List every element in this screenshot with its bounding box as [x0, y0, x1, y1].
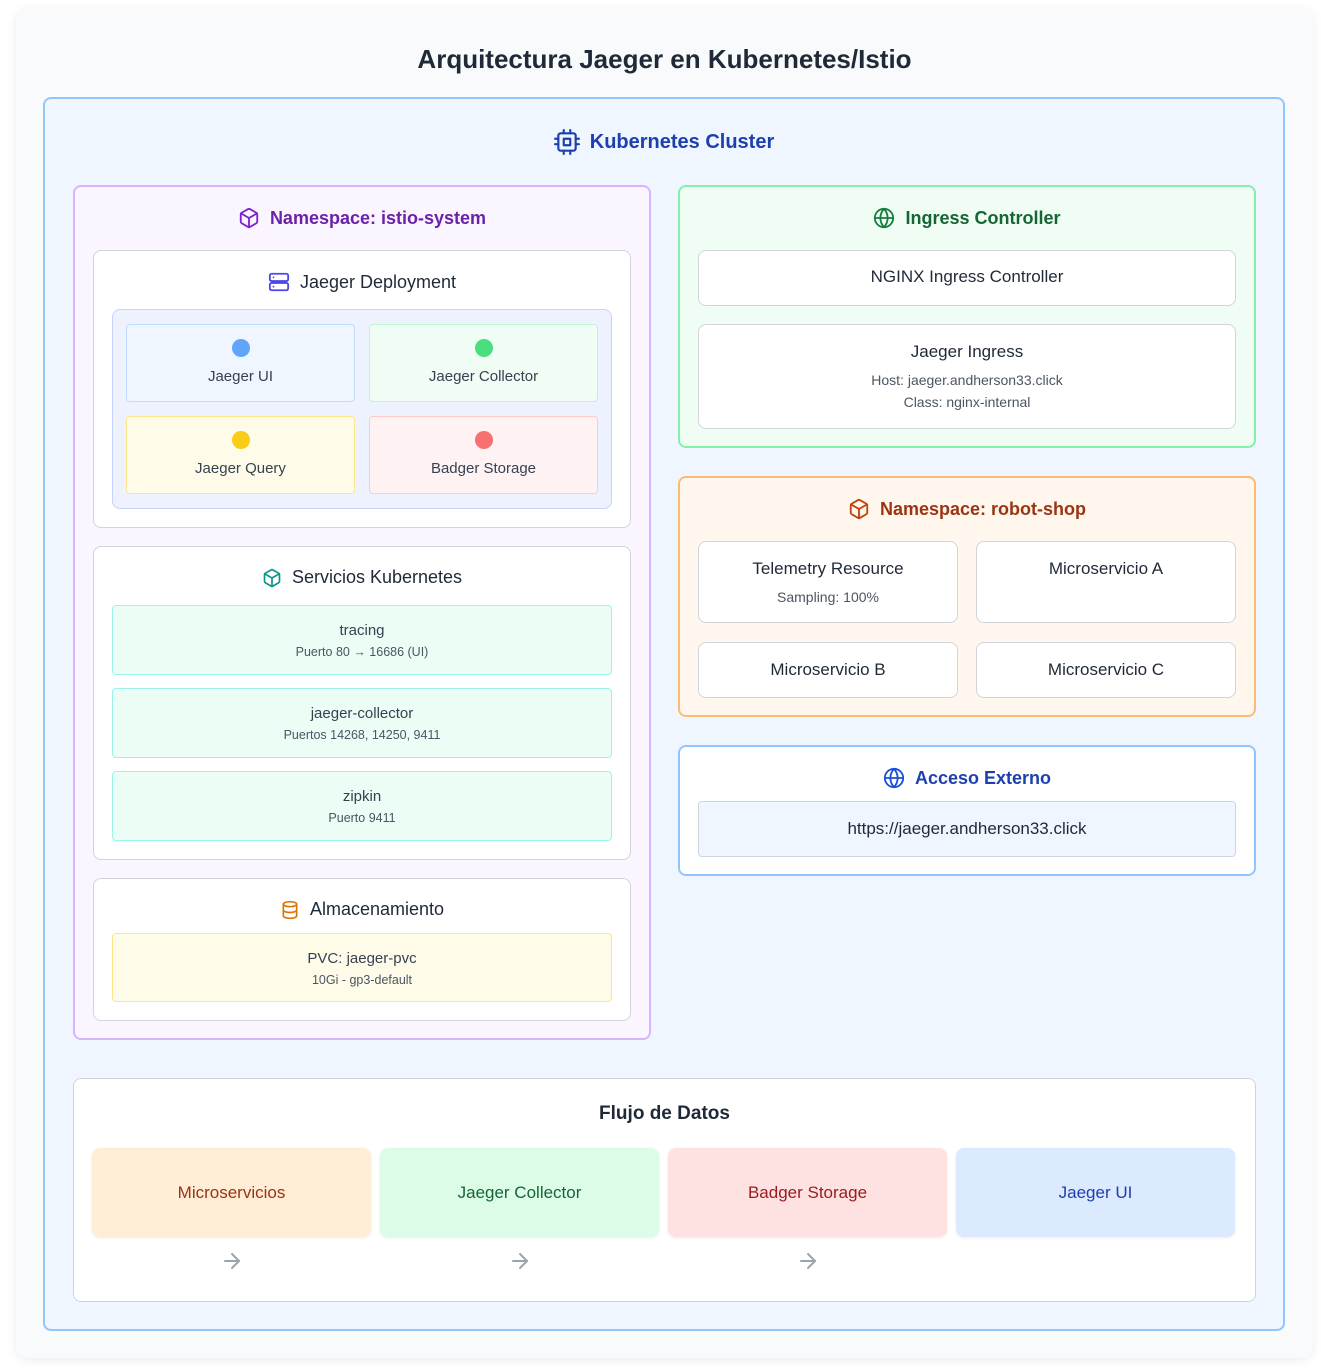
storage-header: Almacenamiento: [94, 899, 630, 920]
external-access-header: Acceso Externo: [680, 767, 1254, 789]
box-icon: [238, 207, 260, 229]
ingress-header: Ingress Controller: [680, 207, 1254, 229]
deployment-components: Jaeger UI Jaeger Collector Jaeger Query …: [112, 309, 612, 509]
service-jaeger-collector: jaeger-collector Puertos 14268, 14250, 9…: [112, 688, 612, 758]
telemetry-resource-card: Telemetry Resource Sampling: 100%: [698, 541, 958, 623]
robot-shop-header: Namespace: robot-shop: [680, 498, 1254, 520]
ingress-controller-panel: Ingress Controller NGINX Ingress Control…: [678, 185, 1256, 448]
kubernetes-services-header: Servicios Kubernetes: [94, 567, 630, 588]
namespace-istio-system: Namespace: istio-system Jaeger Deploymen…: [73, 185, 651, 1040]
jaeger-ingress-name: Jaeger Ingress: [910, 342, 1024, 361]
jaeger-ingress-host: Host: jaeger.andherson33.click: [871, 372, 1063, 388]
ingress-label: Ingress Controller: [905, 207, 1061, 228]
namespace-robot-shop: Namespace: robot-shop Telemetry Resource…: [678, 476, 1256, 717]
component-jaeger-ui: Jaeger UI: [126, 324, 355, 402]
microservice-c-card: Microservicio C: [976, 642, 1236, 698]
globe-icon: [883, 767, 905, 789]
kubernetes-services-label: Servicios Kubernetes: [291, 567, 463, 587]
storage-label: Almacenamiento: [309, 899, 445, 919]
microservice-b-card: Microservicio B: [698, 642, 958, 698]
service-detail: Puerto 9411: [328, 811, 396, 825]
robot-shop-label: Namespace: robot-shop: [879, 498, 1087, 519]
arrow-right-icon: [796, 1249, 820, 1273]
service-zipkin: zipkin Puerto 9411: [112, 771, 612, 841]
component-label: Jaeger Query: [195, 460, 286, 477]
database-icon: [280, 900, 300, 920]
server-icon: [268, 271, 290, 293]
component-jaeger-collector: Jaeger Collector: [369, 324, 598, 402]
external-access-panel: Acceso Externo https://jaeger.andherson3…: [678, 745, 1256, 876]
microservice-label: Microservicio B: [770, 660, 886, 679]
arrow-right-icon: [508, 1249, 532, 1273]
istio-system-label: Namespace: istio-system: [269, 207, 487, 228]
data-flow-title: Flujo de Datos: [599, 1103, 730, 1124]
status-dot: [231, 431, 250, 449]
cpu-icon: [553, 129, 580, 155]
microservice-a-card: Microservicio A: [976, 541, 1236, 623]
cluster-header: Kubernetes Cluster: [45, 129, 1283, 155]
arrow-right-icon: [220, 1249, 244, 1273]
telemetry-detail: Sampling: 100%: [777, 589, 879, 605]
flow-step-microservicios: Microservicios: [92, 1148, 371, 1237]
component-jaeger-query: Jaeger Query: [126, 416, 355, 494]
jaeger-deployment-card: Jaeger Deployment Jaeger UI Jaeger Colle…: [93, 250, 631, 528]
telemetry-name: Telemetry Resource: [752, 559, 904, 578]
microservice-label: Microservicio C: [1047, 660, 1165, 679]
component-label: Badger Storage: [430, 460, 537, 477]
status-dot: [474, 431, 493, 449]
box-icon: [848, 498, 870, 520]
flow-step-jaeger-collector: Jaeger Collector: [380, 1148, 659, 1237]
kubernetes-services-card: Servicios Kubernetes tracing Puerto 80 →…: [93, 546, 631, 860]
box-icon: [262, 568, 282, 588]
nginx-ingress-label: NGINX Ingress Controller: [870, 267, 1064, 286]
external-access-label: Acceso Externo: [914, 767, 1052, 788]
jaeger-ingress-class: Class: nginx-internal: [903, 394, 1031, 410]
microservice-label: Microservicio A: [1048, 559, 1164, 578]
component-badger-storage: Badger Storage: [369, 416, 598, 494]
data-flow-panel: Flujo de Datos Microservicios Jaeger Col…: [73, 1078, 1256, 1302]
pvc-name: PVC: jaeger-pvc: [307, 950, 417, 967]
istio-system-header: Namespace: istio-system: [75, 207, 649, 229]
component-label: Jaeger Collector: [428, 368, 539, 385]
external-url-link[interactable]: https://jaeger.andherson33.click: [698, 801, 1236, 857]
jaeger-ingress-card: Jaeger Ingress Host: jaeger.andherson33.…: [698, 324, 1236, 429]
flow-step-badger-storage: Badger Storage: [668, 1148, 947, 1237]
service-detail: Puertos 14268, 14250, 9411: [283, 728, 441, 742]
service-name: jaeger-collector: [310, 705, 414, 722]
service-name: tracing: [339, 622, 385, 639]
jaeger-deployment-label: Jaeger Deployment: [299, 271, 457, 292]
component-label: Jaeger UI: [207, 368, 274, 385]
service-tracing: tracing Puerto 80 → 16686 (UI): [112, 605, 612, 675]
page-card: Arquitectura Jaeger en Kubernetes/Istio …: [16, 8, 1313, 1358]
page-title: Arquitectura Jaeger en Kubernetes/Istio: [417, 44, 912, 74]
service-name: zipkin: [342, 788, 382, 805]
storage-card: Almacenamiento PVC: jaeger-pvc 10Gi - gp…: [93, 878, 631, 1021]
flow-step-jaeger-ui: Jaeger UI: [956, 1148, 1235, 1237]
jaeger-deployment-header: Jaeger Deployment: [94, 271, 630, 293]
status-dot: [474, 339, 493, 357]
pvc-item: PVC: jaeger-pvc 10Gi - gp3-default: [112, 933, 612, 1002]
nginx-ingress-card: NGINX Ingress Controller: [698, 250, 1236, 306]
cluster-label: Kubernetes Cluster: [589, 130, 775, 153]
pvc-detail: 10Gi - gp3-default: [311, 973, 413, 987]
kubernetes-cluster: Kubernetes Cluster Namespace: istio-syst…: [43, 97, 1285, 1331]
service-detail: Puerto 80 → 16686 (UI): [295, 645, 429, 659]
status-dot: [231, 339, 250, 357]
globe-icon: [873, 207, 895, 229]
